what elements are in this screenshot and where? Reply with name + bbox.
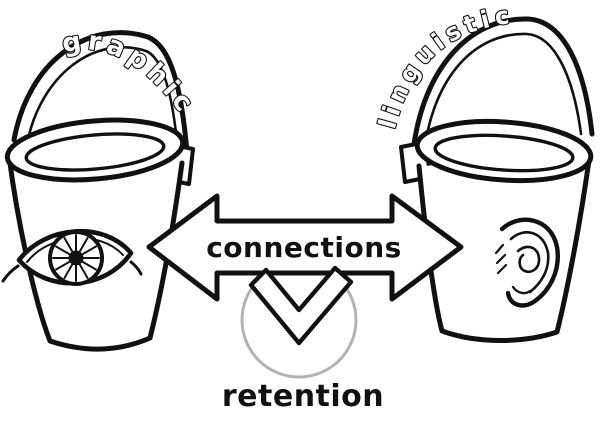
right-bucket-rim-inner — [433, 133, 575, 173]
eye-lash — [1, 264, 20, 283]
left-bucket-rim-inner — [24, 132, 166, 172]
svg-text:graphic: graphic — [60, 26, 202, 121]
graphic-label: graphic — [59, 25, 198, 123]
eye-lash-2 — [129, 260, 143, 276]
ear-icon — [494, 217, 560, 308]
eye-icon — [1, 228, 143, 286]
connections-arrow — [146, 193, 464, 302]
ear-lobe-line — [511, 285, 532, 295]
right-bucket-handle — [409, 16, 595, 165]
left-bucket-handle — [11, 30, 190, 155]
left-bucket-handle-inner — [25, 45, 180, 154]
ear-inner-curl — [516, 245, 541, 273]
ear-hatching — [494, 243, 508, 275]
connections-label: connections — [206, 231, 402, 264]
ear-helix — [509, 231, 550, 294]
eye-pupil — [68, 250, 84, 266]
retention-label: retention — [222, 379, 384, 414]
right-bucket-handle-inner — [421, 32, 583, 166]
down-arrow-icon — [248, 265, 354, 346]
